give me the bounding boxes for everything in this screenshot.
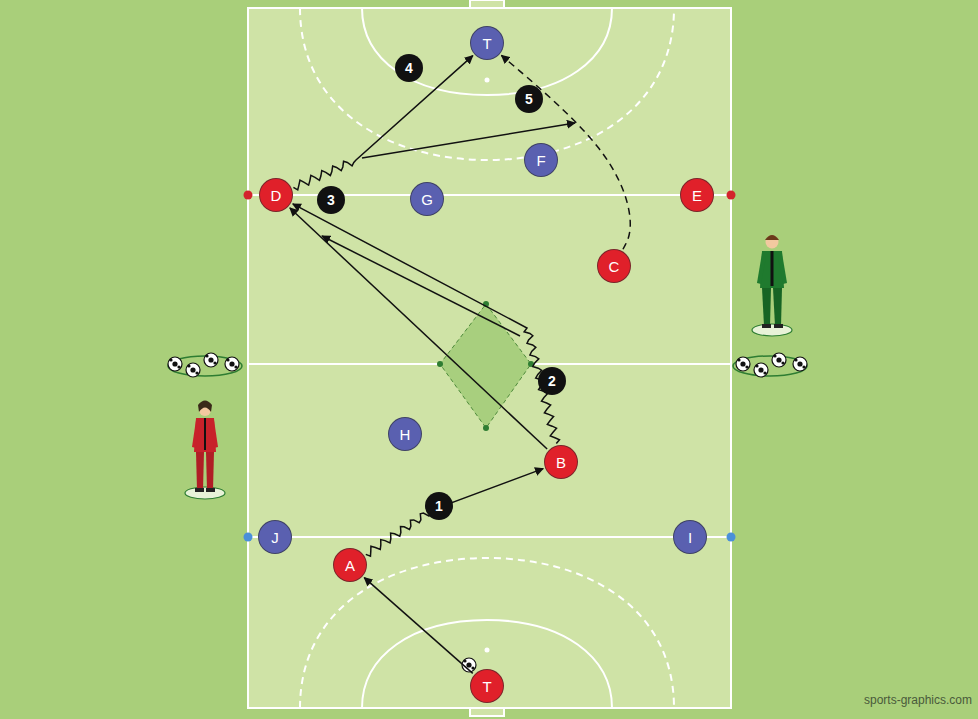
penalty-spot [485, 648, 490, 653]
player-marker: A [333, 548, 367, 582]
player-marker: F [524, 143, 558, 177]
player-marker: I [673, 520, 707, 554]
player-marker: D [259, 178, 293, 212]
pass-arrow [293, 204, 560, 444]
run-path [501, 55, 630, 249]
player-letter: T [482, 36, 491, 51]
player-marker: T [470, 669, 504, 703]
player-letter: H [400, 427, 411, 442]
goal [470, 0, 504, 8]
player-letter: F [536, 153, 545, 168]
callout-number: 1 [425, 492, 453, 520]
player-letter: A [345, 558, 355, 573]
coach-red [185, 401, 225, 500]
pass-lines [322, 123, 575, 336]
player-letter: J [271, 530, 279, 545]
pass-arrow [364, 578, 473, 674]
balls [168, 353, 807, 672]
player-marker: G [410, 182, 444, 216]
player-letter: T [482, 679, 491, 694]
callout-number: 4 [395, 54, 423, 82]
penalty-spot [485, 78, 490, 83]
ball-pile [168, 356, 807, 376]
pass-arrow [293, 56, 472, 190]
player-letter: D [271, 188, 282, 203]
goal [470, 708, 504, 716]
callout-number: 5 [515, 85, 543, 113]
field-lines [248, 8, 731, 708]
player-marker: C [597, 249, 631, 283]
player-letter: I [688, 530, 692, 545]
player-marker: H [388, 417, 422, 451]
player-letter: G [421, 192, 433, 207]
pass-arrow [290, 208, 547, 449]
pitch [248, 8, 731, 708]
player-letter: C [609, 259, 620, 274]
player-marker: J [258, 520, 292, 554]
callout-number: 3 [317, 186, 345, 214]
callout-number: 2 [538, 367, 566, 395]
player-marker: B [544, 445, 578, 479]
player-letter: E [692, 188, 702, 203]
dribble-zone [437, 301, 534, 431]
player-marker: T [470, 26, 504, 60]
coach-green [752, 235, 792, 336]
pass-arrow [366, 469, 543, 556]
player-letter: B [556, 455, 566, 470]
watermark: sports-graphics.com [864, 693, 972, 707]
player-marker: E [680, 178, 714, 212]
